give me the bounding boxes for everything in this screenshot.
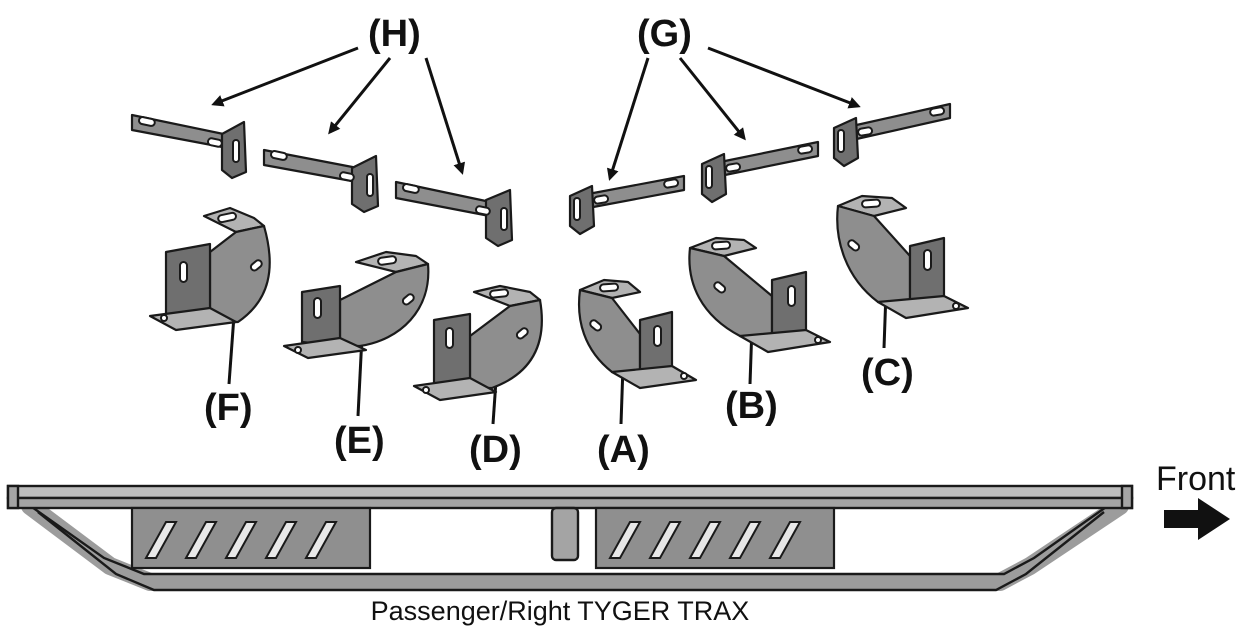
top-rail: [6, 484, 1134, 500]
bracket-g3: [832, 102, 952, 168]
callout-b: (B): [725, 385, 778, 427]
bracket-b: [688, 236, 832, 354]
front-label: Front: [1156, 460, 1236, 498]
bracket-c: [836, 194, 970, 320]
diagram-caption: Passenger/Right TYGER TRAX: [371, 596, 750, 626]
bracket-g2: [700, 140, 820, 204]
front-arrow-icon: [1164, 498, 1230, 540]
bracket-h1: [130, 113, 248, 180]
bracket-e: [282, 250, 430, 360]
bracket-h3: [394, 180, 514, 248]
step-slots-right: [608, 521, 802, 559]
bracket-f: [148, 206, 271, 332]
leader-lines-g: [606, 46, 861, 181]
bracket-h2: [262, 148, 380, 214]
callout-f: (F): [204, 387, 253, 429]
step-slots-left: [144, 521, 338, 559]
callout-h: (H): [368, 13, 421, 55]
callout-e: (E): [334, 420, 385, 462]
bracket-d: [412, 284, 543, 402]
bracket-g1: [568, 174, 686, 236]
callout-g: (G): [637, 13, 692, 55]
bracket-a: [578, 278, 698, 390]
callout-a: (A): [597, 429, 650, 471]
running-board: [6, 484, 1134, 592]
center-post: [550, 506, 580, 562]
leader-lines-h: [211, 46, 466, 175]
step-plate-left: [130, 506, 372, 570]
step-plate-right: [594, 506, 836, 570]
callout-c: (C): [861, 352, 914, 394]
callout-d: (D): [469, 429, 522, 471]
